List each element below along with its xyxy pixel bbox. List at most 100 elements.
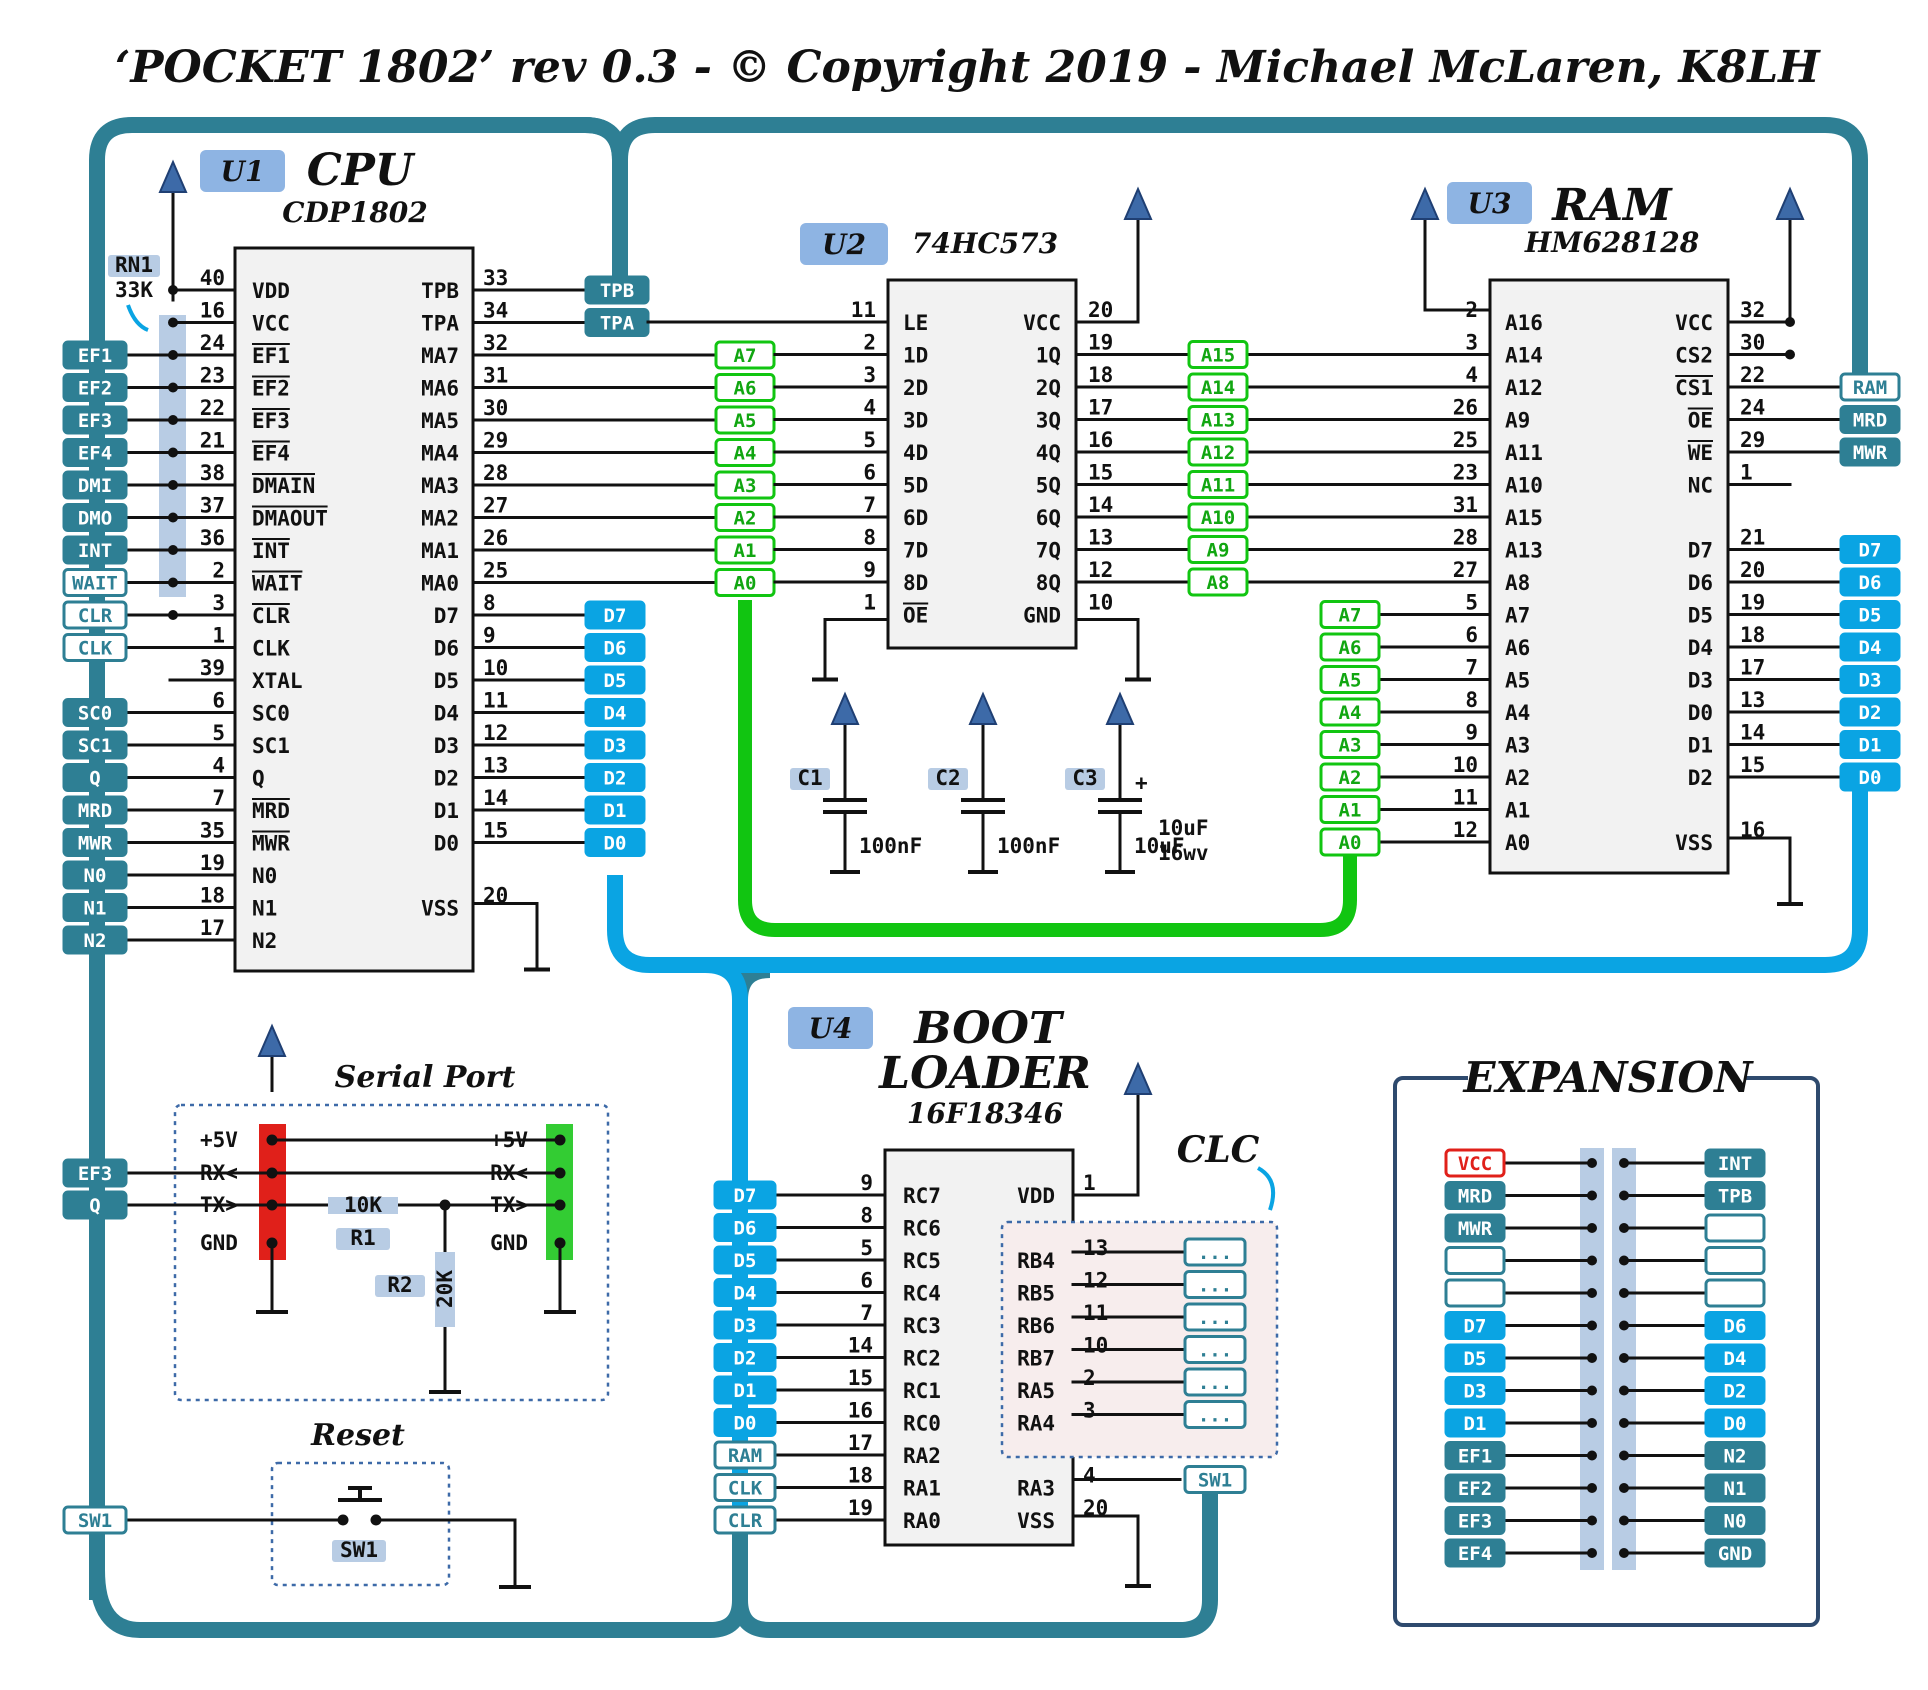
- u3-pin-number: 23: [1453, 461, 1478, 485]
- exp-right-d4-tag: D4: [1724, 1348, 1747, 1370]
- u2-pin-name: 3D: [903, 409, 928, 433]
- exp-right-n2-tag: N2: [1724, 1446, 1747, 1468]
- u1-a6-tag: A6: [734, 378, 757, 400]
- u3-pin-number: 19: [1740, 591, 1765, 615]
- u3-d4-tag-box: [1839, 632, 1901, 662]
- u3-pin-name: A9: [1505, 409, 1530, 433]
- u4-clc-out-tag: ...: [1198, 1307, 1232, 1329]
- u1-pin-number: 10: [483, 656, 508, 680]
- sw1-label: SW1: [340, 1538, 378, 1562]
- u1-pin-number: 7: [212, 786, 225, 810]
- u2-pin-name: VCC: [1023, 311, 1061, 335]
- u4-clc-out-tag-box: [1183, 1367, 1247, 1397]
- u1-pin-name: MRD: [252, 799, 290, 823]
- u4-d5-tag: D5: [734, 1250, 757, 1272]
- u3-pin-number: 27: [1453, 558, 1478, 582]
- u1-d6-tag-box: [584, 633, 646, 662]
- u3-ram-tag-box: [1839, 372, 1901, 402]
- exp-right-n0-tag: N0: [1724, 1511, 1747, 1533]
- u3-pin-number: 6: [1465, 623, 1478, 647]
- u3-d6-tag: D6: [1859, 572, 1882, 594]
- u3-a2-tag-box: [1319, 762, 1381, 792]
- u2-a13-tag-box: [1187, 405, 1249, 434]
- u2-pin-number: 11: [851, 298, 876, 322]
- u2-pin-number: 4: [863, 396, 876, 420]
- u1-a2-tag: A2: [734, 508, 757, 530]
- u1-pin-number: 6: [212, 689, 225, 713]
- u3-pin-name: VCC: [1675, 311, 1713, 335]
- u1-pin-name: MA6: [421, 377, 459, 401]
- serial-port-box: [173, 1103, 610, 1402]
- control-bus-bottom: [89, 962, 1218, 1638]
- u4-pin-number: 16: [848, 1399, 873, 1423]
- serial-vcc-arrow: [257, 1023, 287, 1057]
- u4-d1-tag-box: [713, 1375, 777, 1405]
- u1-tpb-tag-box: [584, 275, 650, 305]
- u3-pin-name: NC: [1688, 474, 1713, 498]
- u4-d2-tag-box: [713, 1343, 777, 1372]
- u4-clc-out-tag: ...: [1198, 1275, 1232, 1297]
- u1-mrd-tag-box: [62, 795, 128, 825]
- u1-power-dot: [168, 317, 178, 328]
- u4-pin-name: RC7: [903, 1184, 941, 1208]
- u4-pin-name: RB4: [1017, 1249, 1055, 1273]
- u1-pin-number: 27: [483, 494, 508, 518]
- exp-right-tpb-tag: TPB: [1718, 1186, 1752, 1208]
- u1-n2-tag: N2: [84, 930, 107, 952]
- u2-badge: U2: [822, 228, 866, 261]
- u3-a7-tag-box: [1319, 600, 1381, 629]
- u2-pin-name: 4D: [903, 441, 928, 465]
- u4-pin-name: RC3: [903, 1314, 941, 1338]
- cap-vcc-arrow: [1105, 691, 1135, 725]
- u3-a5-tag-box: [1319, 665, 1381, 694]
- u1-pin-name: VCC: [252, 312, 290, 336]
- u3-a5-tag: A5: [1339, 670, 1362, 692]
- u1-pin-number: 2: [212, 559, 225, 583]
- u1-pin-number: 13: [483, 754, 508, 778]
- u2-pin-number: 13: [1088, 526, 1113, 550]
- u4-name: BOOT: [912, 1003, 1065, 1054]
- u2-pin-name: GND: [1023, 604, 1061, 628]
- u1-mwr-tag-box: [62, 828, 128, 857]
- exp-pin: [1587, 1288, 1597, 1298]
- u2-a15-tag-box: [1187, 340, 1249, 369]
- u2-a14-tag-box: [1187, 372, 1249, 402]
- u4-clc-out-tag-box: [1183, 1237, 1247, 1267]
- u2-pin-name: 8D: [903, 571, 928, 595]
- exp-right-gnd-tag-box: [1704, 1538, 1766, 1568]
- u4-clc-out-tag: ...: [1198, 1405, 1232, 1427]
- u3-ram-tag: RAM: [1853, 377, 1887, 399]
- u1-clk-tag-box: [62, 633, 128, 662]
- u2-a9-tag-box: [1187, 535, 1249, 564]
- r1-label: R1: [350, 1226, 375, 1250]
- u1-pin-name: INT: [252, 539, 290, 563]
- expansion-title: EXPANSION: [1462, 1053, 1754, 1102]
- u4-pin-name: RC1: [903, 1379, 941, 1403]
- u2-part: 74HC573: [912, 227, 1058, 260]
- serial-q-tag: Q: [89, 1195, 100, 1217]
- u1-n1-tag-box: [62, 893, 128, 922]
- u1-d2-tag-box: [584, 763, 646, 792]
- u3-a3-tag-box: [1319, 730, 1381, 759]
- exp-right-int-tag-box: [1704, 1148, 1766, 1178]
- u2-a8-tag: A8: [1207, 572, 1230, 594]
- u1-pin-name: D4: [434, 702, 459, 726]
- u1-pin-number: 40: [200, 266, 225, 290]
- u2-pin-number: 7: [863, 493, 876, 517]
- u2-pin-name: 4Q: [1036, 441, 1061, 465]
- u1-pin-name: EF1: [252, 344, 290, 368]
- u4-pin-number: 18: [848, 1464, 873, 1488]
- exp-right-int-tag: INT: [1718, 1153, 1752, 1175]
- u3-pin-number: 25: [1453, 428, 1478, 452]
- u1-d4-tag: D4: [604, 703, 627, 725]
- u4-clc-out-tag: ...: [1198, 1340, 1232, 1362]
- u3-d3-tag: D3: [1859, 670, 1882, 692]
- u4-pin-name: RC0: [903, 1412, 941, 1436]
- u3-pin-name: A14: [1505, 344, 1543, 368]
- u1-clk-tag: CLK: [78, 638, 113, 660]
- u4-pin-name: RB6: [1017, 1314, 1055, 1338]
- u1-pin-name: SC0: [252, 702, 290, 726]
- u1-pin-number: 34: [483, 299, 508, 323]
- cap-ref-box: [790, 768, 830, 790]
- u1-pin-name: MA7: [421, 344, 459, 368]
